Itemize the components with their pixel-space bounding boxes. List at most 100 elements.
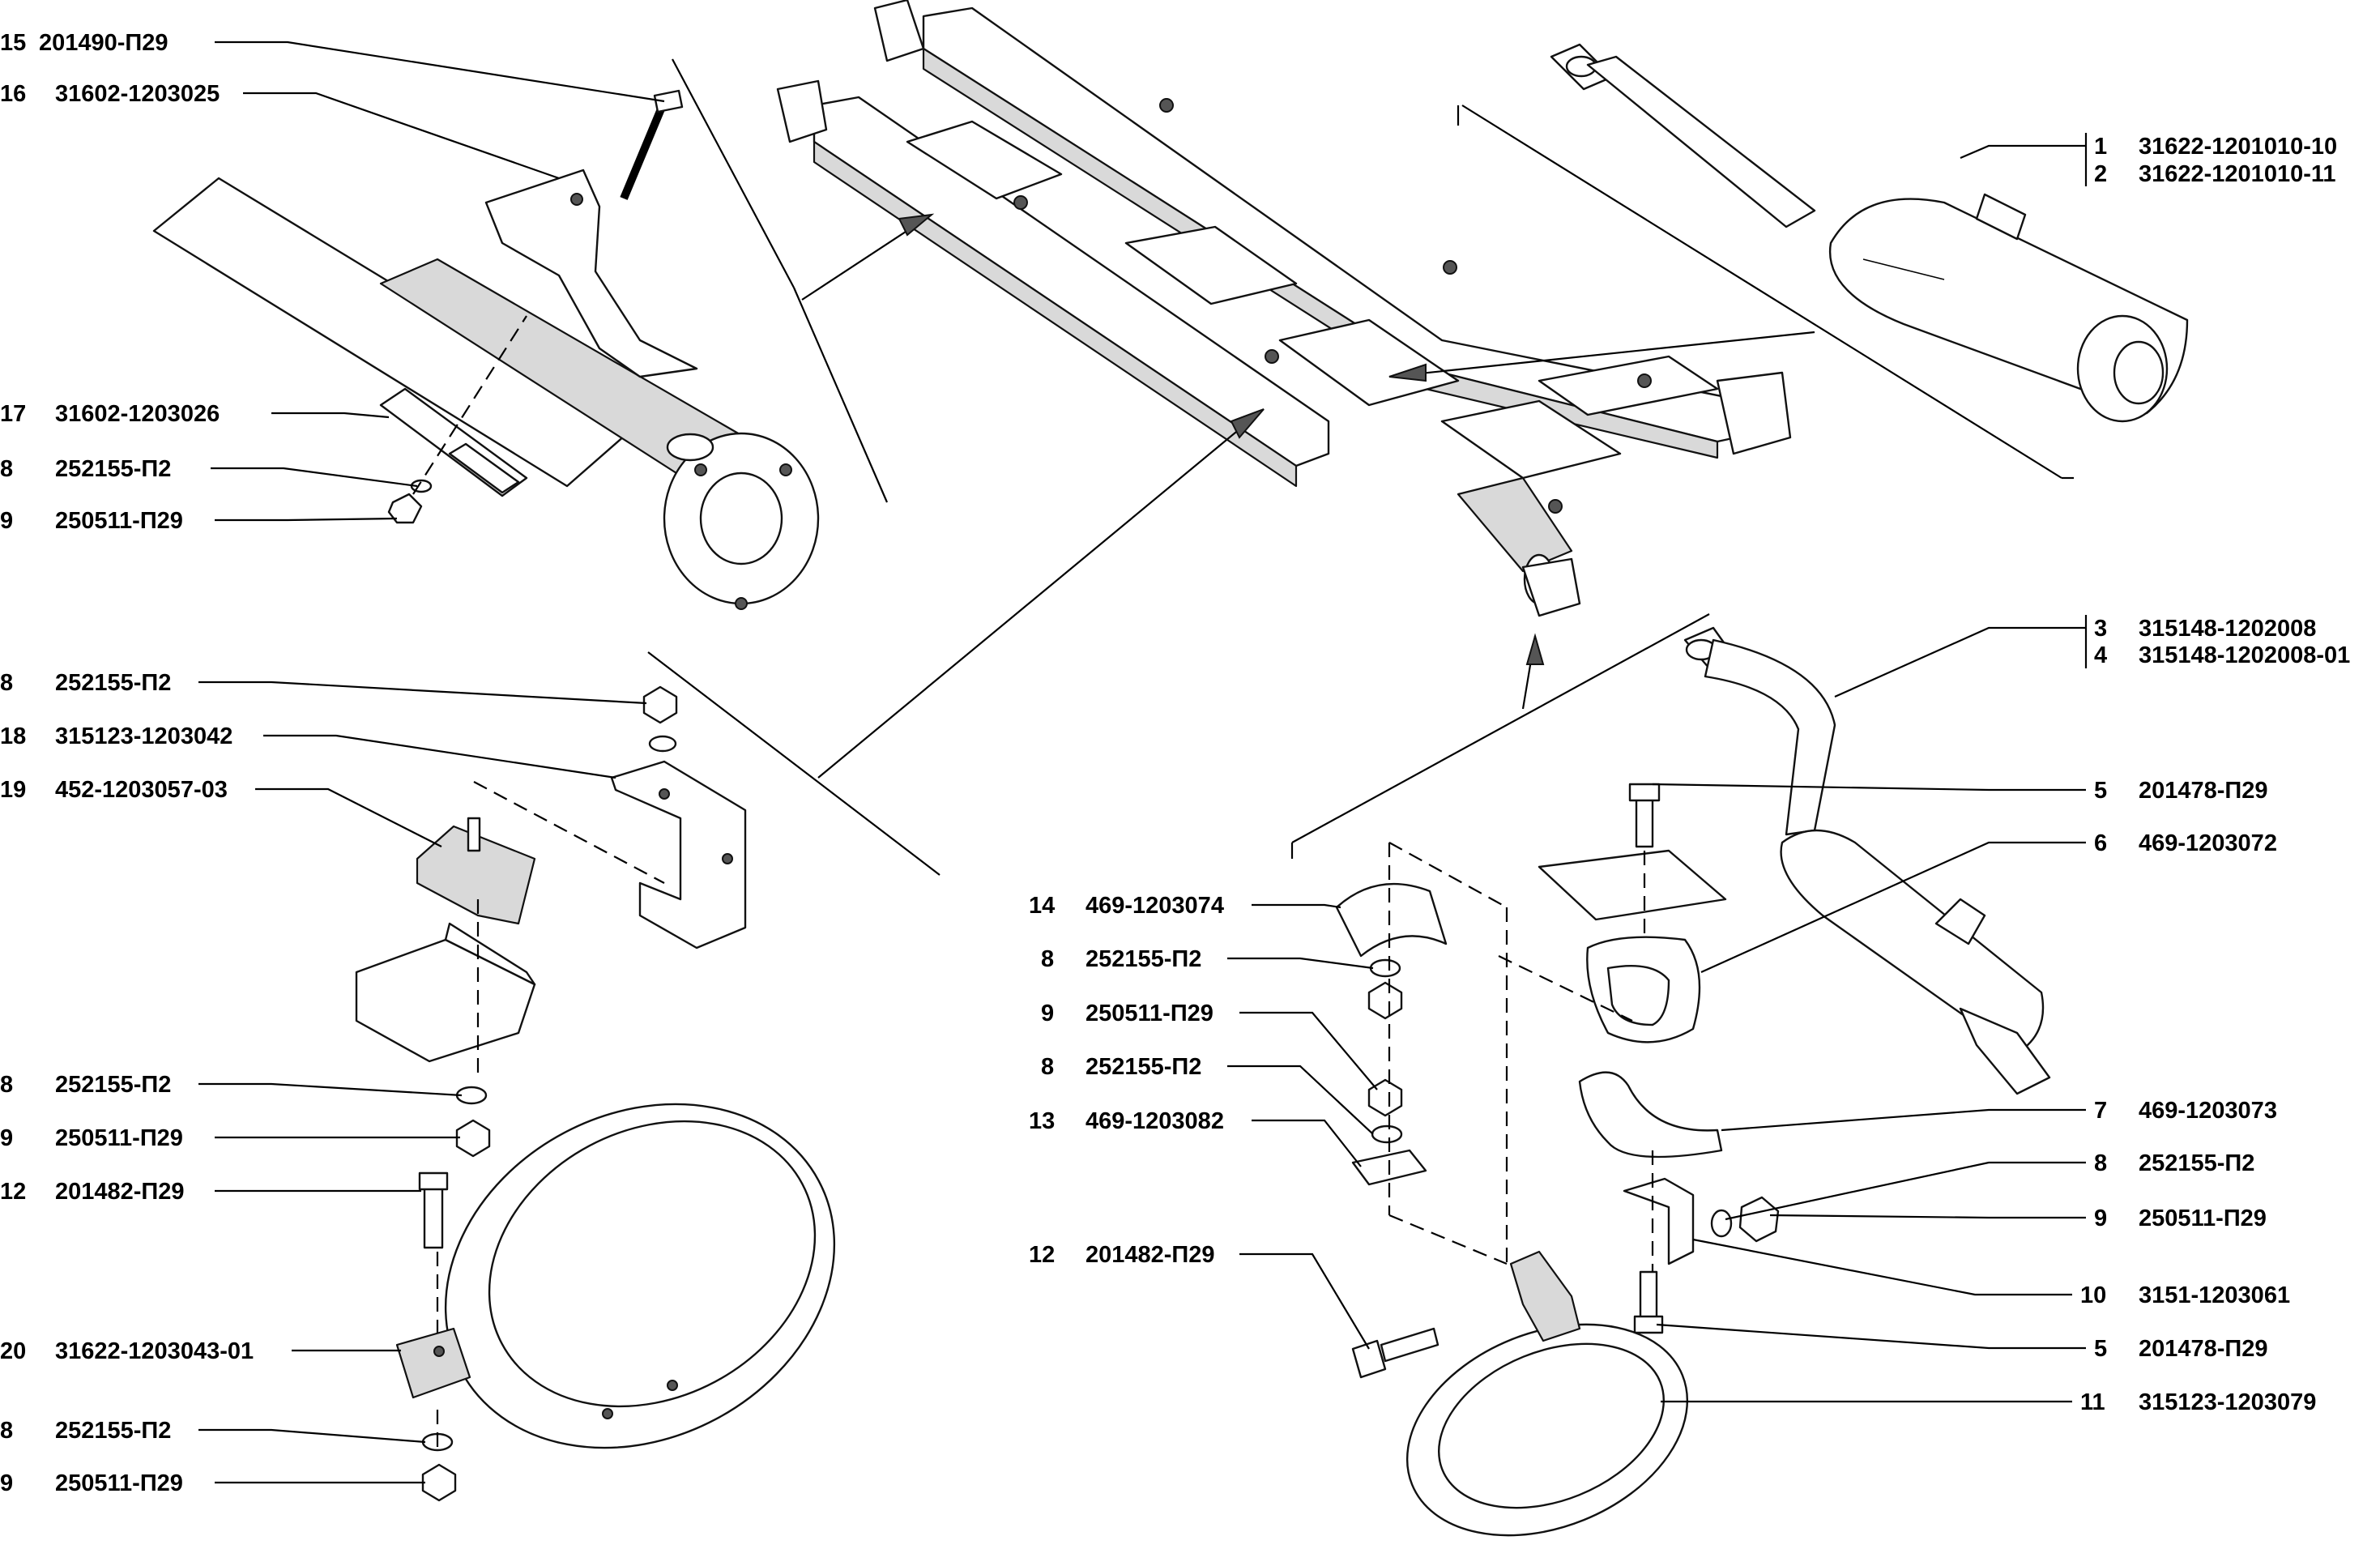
callout-12: 12 201482-П29: [0, 1179, 421, 1205]
callout-number: 9: [0, 1125, 13, 1151]
leader-line: [243, 92, 560, 180]
part-code: 250511-П29: [55, 1125, 183, 1151]
right-callouts: 1 31622-1201010-10 2 31622-1201010-11 3 31514…: [1652, 133, 2350, 1415]
part-code: 315123-1203079: [2139, 1389, 2316, 1415]
part-code: 250511-П29: [55, 508, 183, 534]
part-code: 252155-П2: [1086, 946, 1201, 972]
leader-line: [1834, 626, 2086, 698]
part-code: 31622-1201010-11: [2139, 161, 2336, 187]
callout-number: 5: [2094, 1336, 2107, 1362]
callout-number: 9: [1041, 1001, 1054, 1026]
part-code: 469-1203082: [1086, 1108, 1224, 1134]
callout-number: 20: [0, 1338, 26, 1364]
rear-hanger-detail: [1335, 783, 1780, 1537]
part-code: 250511-П29: [2139, 1205, 2267, 1231]
leader-line: [271, 412, 390, 419]
callout-number: 8: [1041, 946, 1054, 972]
part-code: 31622-1203043-01: [55, 1338, 254, 1364]
callout-number: 1: [2094, 134, 2107, 160]
callout-number: 12: [0, 1179, 26, 1205]
leader-line: [263, 734, 616, 779]
callout-number: 8: [0, 1418, 13, 1444]
callout-9: 9 250511-П29: [0, 1125, 460, 1151]
leader-line: [198, 681, 647, 705]
rubber-mount-detail: [355, 685, 747, 1337]
callout-number: 3: [2094, 616, 2107, 642]
chassis-frame: [776, 0, 1792, 617]
callout-1: 1 31622-1201010-10: [1960, 133, 2337, 186]
part-code: 201478-П29: [2139, 778, 2268, 804]
part-code: 201482-П29: [55, 1179, 185, 1205]
callout-number: 2: [2094, 161, 2107, 187]
callout-number: 18: [0, 723, 26, 749]
part-code: 252155-П2: [55, 670, 171, 696]
callout-number: 9: [2094, 1205, 2107, 1231]
leader-line: [1960, 144, 2086, 160]
part-code: 252155-П2: [2139, 1150, 2254, 1176]
part-code: 469-1203073: [2139, 1098, 2277, 1124]
callout-16: 16 31602-1203025: [0, 81, 560, 180]
leader-line: [215, 517, 398, 522]
part-code: 452-1203057-03: [55, 777, 228, 803]
part-code: 250511-П29: [55, 1470, 183, 1496]
leader-line: [255, 787, 442, 847]
main-muffler-detail: [1550, 43, 2189, 423]
callout-number: 12: [1029, 1242, 1055, 1268]
part-code: 3151-1203061: [2139, 1282, 2290, 1308]
callout-number: 8: [2094, 1150, 2107, 1176]
callout-9: 9 250511-П29: [0, 508, 398, 534]
callout-8: 8 252155-П2: [0, 670, 647, 705]
callout-number: 9: [0, 1470, 13, 1496]
leader-line: [1721, 1108, 2086, 1132]
resonator-detail: [1683, 626, 2051, 1095]
callout-number: 17: [0, 401, 26, 427]
part-code: 315148-1202008: [2139, 616, 2316, 642]
leader-line: [1239, 1252, 1370, 1350]
part-code: 31622-1201010-10: [2139, 134, 2337, 160]
callout-8: 8 252155-П2: [1041, 946, 1374, 972]
callout-number: 8: [0, 1072, 13, 1098]
leader-line: [198, 1428, 426, 1444]
part-code: 252155-П2: [55, 1418, 171, 1444]
part-code: 31602-1203025: [55, 81, 220, 107]
callout-9: 9 250511-П29: [1769, 1205, 2267, 1231]
leader-line: [1252, 903, 1341, 909]
leader-line: [1227, 1065, 1374, 1135]
callout-number: 8: [0, 456, 13, 482]
callout-3: 3 315148-1202008: [1834, 615, 2316, 698]
leader-line: [1692, 1238, 2072, 1296]
callout-number: 7: [2094, 1098, 2107, 1124]
part-code: 315123-1203042: [55, 723, 232, 749]
part-code: 252155-П2: [55, 456, 171, 482]
part-code: 315148-1202008-01: [2139, 642, 2350, 668]
callout-number: 16: [0, 81, 26, 107]
callout-number: 19: [0, 777, 26, 803]
callout-19: 19 452-1203057-03: [0, 777, 442, 847]
callout-number: 5: [2094, 778, 2107, 804]
callout-18: 18 315123-1203042: [0, 723, 616, 779]
frame-leaders: [647, 58, 2074, 876]
front-pipe-detail: [152, 89, 820, 610]
callout-number: 6: [2094, 830, 2107, 856]
callout-5: 5 201478-П29: [1652, 778, 2268, 804]
leader-line: [1700, 841, 2086, 974]
callout-7: 7 469-1203073: [1721, 1098, 2277, 1132]
leader-line: [1652, 783, 2086, 792]
callout-number: 9: [0, 508, 13, 534]
leader-line: [1252, 1119, 1362, 1167]
callout-number: 8: [1041, 1054, 1054, 1080]
callout-number: 8: [0, 670, 13, 696]
callout-number: 15: [0, 30, 26, 56]
